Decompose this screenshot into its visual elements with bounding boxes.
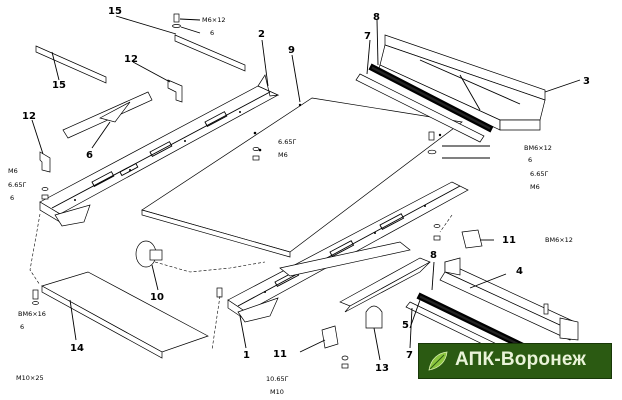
- channel-4: [439, 257, 579, 341]
- label-15-left: 15: [52, 80, 66, 91]
- fastener-6-left: 6: [10, 194, 14, 202]
- strip-15-left: [35, 45, 107, 84]
- fasteners: [32, 13, 549, 369]
- bracket-6: [62, 91, 153, 139]
- bracket-12-top: [167, 79, 183, 103]
- channel-3: [377, 34, 546, 131]
- label-4: 4: [516, 266, 523, 277]
- label-8-top: 8: [373, 12, 380, 23]
- label-6: 6: [86, 150, 93, 161]
- rail-2: [39, 74, 280, 227]
- fastener-labels: М6×12 6 6.65Г М6 ВМ6×12 6 6.65Г М6 М6 6.…: [8, 16, 573, 396]
- fastener-bm6x16: ВМ6×16: [18, 310, 46, 318]
- bracket-12-left: [39, 151, 51, 173]
- label-2: 2: [258, 29, 265, 40]
- fastener-bm6x12-right: ВМ6×12: [524, 144, 552, 152]
- fastener-1065g: 10.65Г: [266, 375, 289, 383]
- fastener-665g-mid: 6.65Г: [278, 138, 296, 146]
- label-14: 14: [70, 343, 84, 354]
- label-5: 5: [402, 320, 409, 331]
- leader-lines: [31, 15, 581, 361]
- label-7-top: 7: [364, 31, 371, 42]
- fastener-m6-right: М6: [530, 183, 540, 191]
- panel-9: [141, 97, 463, 258]
- fastener-m10x25: М10×25: [16, 374, 44, 382]
- bracket-11-bottom: [321, 325, 339, 349]
- rail-1: [227, 181, 469, 323]
- fastener-bm6x12-far-right: ВМ6×12: [545, 236, 573, 244]
- label-9: 9: [288, 45, 295, 56]
- label-12-top: 12: [124, 54, 138, 65]
- fastener-6-top: 6: [210, 29, 214, 37]
- fastener-m6-left: М6: [8, 167, 18, 175]
- fastener-m10: М10: [270, 388, 284, 396]
- assembly-guides: [29, 213, 453, 351]
- watermark-logo: АПК-Воронеж: [418, 343, 612, 379]
- label-11-bottom: 11: [273, 349, 287, 360]
- fastener-m6x12-top: М6×12: [202, 16, 225, 24]
- strip-8-top: [368, 63, 494, 133]
- label-13: 13: [375, 363, 389, 374]
- watermark-text: АПК-Воронеж: [455, 349, 587, 370]
- clip-13: [365, 305, 383, 329]
- tray-14: [41, 271, 209, 359]
- strip-15-top: [174, 34, 246, 72]
- label-3: 3: [583, 76, 590, 87]
- leaf-icon: [428, 351, 448, 371]
- bracket-5: [339, 257, 431, 313]
- fastener-6-right: 6: [528, 156, 532, 164]
- label-15-top: 15: [108, 6, 122, 17]
- label-10: 10: [150, 292, 164, 303]
- knob-10: [135, 240, 163, 268]
- label-1: 1: [243, 350, 250, 361]
- fastener-665g-right: 6.65Г: [530, 170, 548, 178]
- label-7-bottom: 7: [406, 350, 413, 361]
- fastener-m6-mid: М6: [278, 151, 288, 159]
- bar-7-top: [355, 73, 485, 143]
- label-12-left: 12: [22, 111, 36, 122]
- fastener-6-bottom-left: 6: [20, 323, 24, 331]
- part-labels: 15 2 9 8 7 3 12 15 12 6 11 8 4 10 5 14 1…: [22, 6, 590, 374]
- fastener-665g-left: 6.65Г: [8, 181, 26, 189]
- label-11-right: 11: [502, 235, 516, 246]
- bracket-11-right: [461, 229, 483, 249]
- label-8-bottom: 8: [430, 250, 437, 261]
